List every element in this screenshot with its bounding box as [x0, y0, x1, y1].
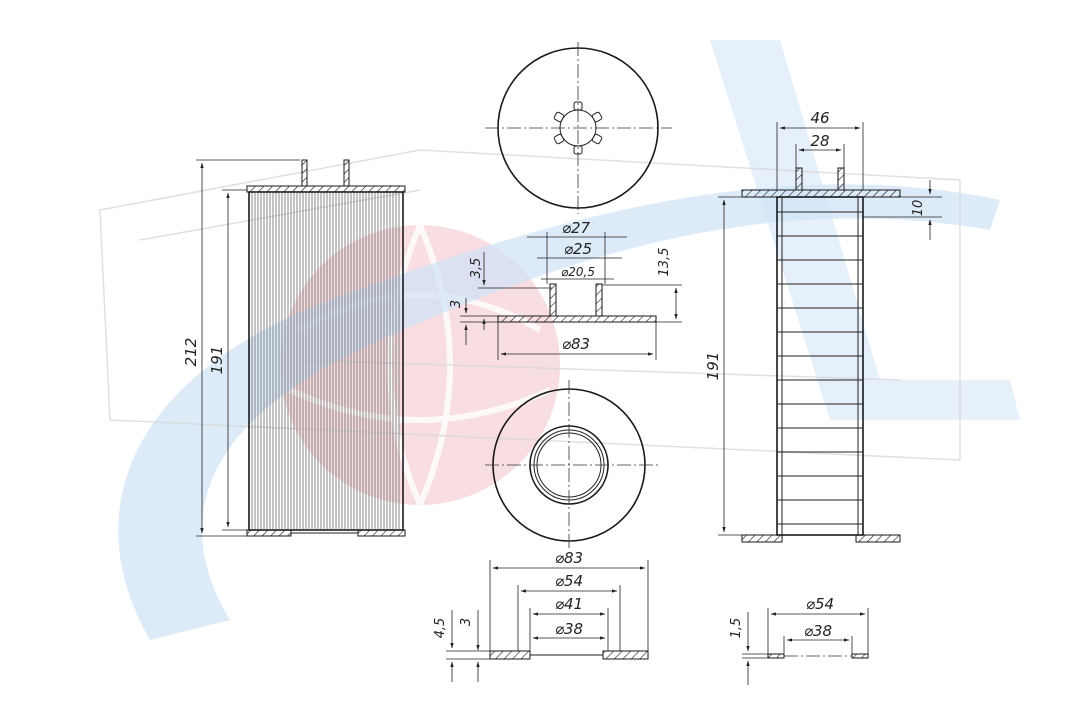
dim-gasket-id: ⌀38 — [804, 622, 832, 640]
watermark-letter-l — [710, 40, 1020, 420]
dim-section-body-height: 191 — [704, 352, 722, 381]
dim-top-pin-height: 3,5 — [469, 258, 484, 279]
top-view-tab — [573, 145, 583, 155]
dim-top-od: ⌀27 — [562, 219, 591, 237]
side-view-bottom-cap-right — [357, 529, 406, 537]
dim-top-plate-diameter: ⌀83 — [562, 335, 590, 353]
top-view — [485, 42, 672, 214]
cross-section-view: 46 28 10 191 — [704, 109, 942, 543]
dim-bottom-d3: ⌀41 — [555, 595, 583, 613]
top-cap-pin-left — [549, 283, 557, 317]
bottom-cap-right — [602, 650, 649, 660]
section-cage — [776, 196, 864, 536]
dim-gasket-od: ⌀54 — [806, 595, 834, 613]
dim-side-total-height: 212 — [182, 338, 200, 367]
dim-bottom-d4: ⌀38 — [555, 620, 583, 638]
dim-section-top-offset: 10 — [911, 200, 926, 217]
dim-side-body-height: 191 — [208, 346, 226, 375]
top-view-tab — [591, 133, 603, 145]
dim-bottom-h-total: 4,5 — [433, 618, 448, 639]
dim-bottom-h-plate: 3 — [459, 618, 474, 626]
side-view-pin-left — [301, 159, 308, 187]
top-view-tab — [553, 133, 565, 145]
top-view-tab — [573, 101, 583, 111]
dim-top-id: ⌀20,5 — [561, 265, 595, 279]
top-cap-section: ⌀27 ⌀25 ⌀20,5 3,5 3 13,5 ⌀83 — [449, 219, 682, 360]
side-view-body — [248, 191, 404, 531]
gasket-left — [767, 653, 785, 659]
top-view-tab — [553, 111, 565, 123]
dim-bottom-d2: ⌀54 — [555, 572, 583, 590]
gasket-section: ⌀54 ⌀38 1,5 — [729, 595, 869, 685]
section-pin-right — [837, 167, 845, 191]
side-view-pleats — [251, 193, 400, 529]
side-view-top-cap — [246, 185, 406, 193]
section-pin-left — [795, 167, 803, 191]
top-view-tabs — [553, 101, 603, 155]
top-cap-plate — [497, 315, 657, 323]
dim-bottom-od: ⌀83 — [555, 549, 583, 567]
section-bottom-plate-right — [855, 534, 901, 543]
bottom-cap-left — [489, 650, 531, 660]
section-cage-rungs — [777, 211, 863, 525]
side-view-filter: 212 191 — [182, 159, 406, 537]
top-cap-pin-right — [595, 283, 603, 317]
bottom-view — [485, 380, 658, 550]
dim-top-flange-thick: 3 — [449, 300, 464, 308]
side-view-bottom-cap-left — [246, 529, 292, 537]
section-bottom-plate-left — [741, 534, 783, 543]
section-top-plate — [741, 189, 901, 198]
side-view-pin-right — [343, 159, 350, 187]
top-view-tab — [591, 111, 603, 123]
dim-gasket-thickness: 1,5 — [729, 618, 744, 639]
bottom-cap-section: ⌀83 ⌀54 ⌀41 ⌀38 4,5 3 — [433, 549, 649, 682]
dim-section-outer-width: 46 — [810, 109, 829, 127]
dim-section-inner-width: 28 — [810, 132, 829, 150]
gasket-right — [851, 653, 869, 659]
watermark-truck-outline — [99, 149, 961, 461]
dim-top-mid: ⌀25 — [564, 240, 592, 258]
dim-top-total-height: 13,5 — [657, 248, 672, 277]
